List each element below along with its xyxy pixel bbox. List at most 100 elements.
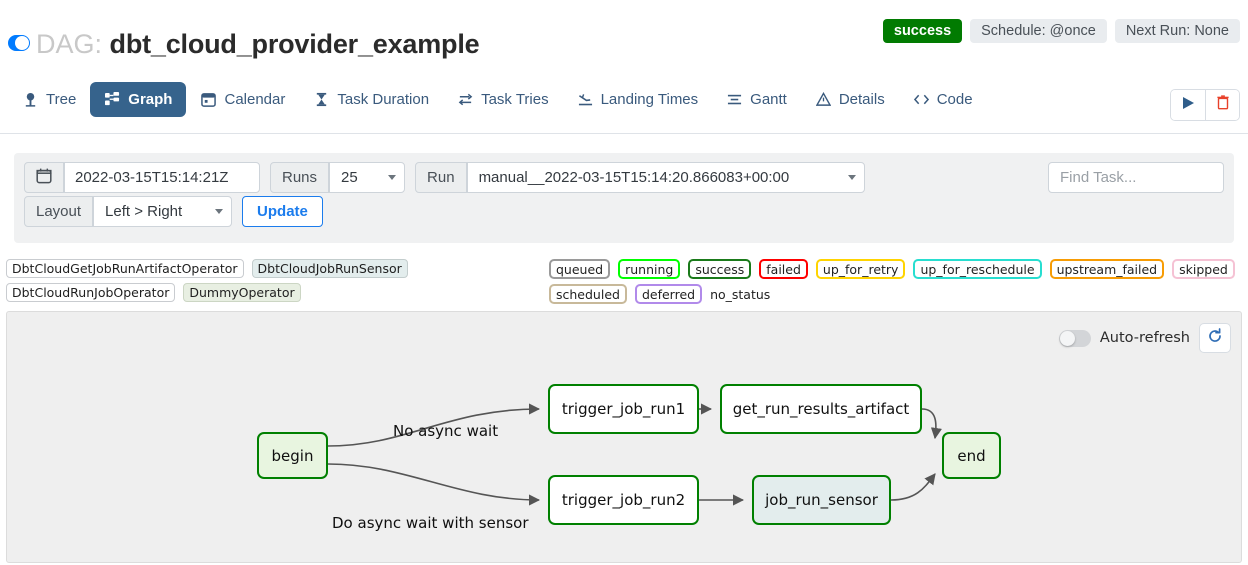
refresh-button[interactable] [1199, 323, 1231, 353]
chevron-down-icon [388, 175, 397, 180]
dag-edges [327, 403, 942, 506]
tab-label: Gantt [750, 91, 787, 108]
tab-gantt[interactable]: Gantt [712, 82, 801, 117]
node-label: job_run_sensor [765, 491, 878, 509]
edge-begin-to-trigger1 [327, 403, 541, 447]
node-label: get_run_results_artifact [732, 400, 910, 418]
operator-legend-item[interactable]: DbtCloudGetJobRunArtifactOperator [6, 259, 244, 278]
tab-code[interactable]: Code [899, 82, 987, 117]
node-label: trigger_job_run1 [561, 400, 686, 418]
edge-sensor-to-end [890, 473, 936, 501]
layout-select-value: Left > Right [105, 203, 183, 220]
tab-calendar[interactable]: Calendar [186, 82, 299, 117]
tab-label: Details [838, 91, 885, 108]
delete-dag-button[interactable] [1205, 90, 1239, 120]
no-status-label: no_status [710, 286, 771, 302]
auto-refresh-controls: Auto-refresh [1058, 323, 1231, 353]
graph-icon [104, 91, 121, 108]
chevron-down-icon [215, 209, 224, 214]
status-legend-item[interactable]: skipped [1172, 259, 1235, 279]
calendar-icon [36, 168, 52, 188]
status-legend-item[interactable]: upstream_failed [1049, 259, 1165, 279]
execution-date-input[interactable]: 2022-03-15T15:14:21Z [64, 162, 260, 193]
tab-task-duration[interactable]: Task Duration [299, 82, 443, 117]
tab-label: Task Duration [337, 91, 430, 108]
run-select[interactable]: manual__2022-03-15T15:14:20.866083+00:00 [466, 162, 865, 193]
graph-node-trigger_job_run1[interactable]: trigger_job_run1 [548, 384, 699, 434]
run-select-value: manual__2022-03-15T15:14:20.866083+00:00 [478, 169, 790, 186]
update-button[interactable]: Update [242, 196, 323, 227]
edge-begin-to-trigger2 [327, 463, 541, 506]
tab-task-tries[interactable]: Task Tries [443, 82, 563, 117]
edge-label-do-async-wait: Do async wait with sensor [332, 514, 529, 532]
trigger-dag-button[interactable] [1171, 90, 1205, 120]
status-legend: queued running success failed up_for_ret… [549, 259, 1244, 304]
node-label: begin [271, 446, 314, 465]
header-badges: success Schedule: @once Next Run: None [882, 19, 1240, 43]
operator-legend-item[interactable]: DbtCloudJobRunSensor [251, 259, 408, 278]
operator-legend: DbtCloudGetJobRunArtifactOperator DbtClo… [6, 259, 526, 302]
runs-label: Runs [270, 162, 330, 193]
tab-graph[interactable]: Graph [90, 82, 187, 117]
runs-group: Runs 25 [270, 162, 406, 193]
controls-row-bottom: Layout Left > Right Update [24, 196, 323, 227]
status-legend-item[interactable]: scheduled [549, 284, 627, 304]
play-icon [1182, 96, 1195, 115]
dag-controls-panel: 2022-03-15T15:14:21Z Runs 25 Run manual_… [14, 153, 1234, 243]
status-legend-item[interactable]: queued [549, 259, 611, 279]
dag-pause-toggle[interactable] [8, 35, 30, 51]
retry-icon [457, 91, 474, 108]
status-legend-item[interactable]: running [618, 259, 681, 279]
controls-row-top: 2022-03-15T15:14:21Z Runs 25 Run manual_… [24, 162, 865, 193]
auto-refresh-label: Auto-refresh [1099, 330, 1190, 346]
gantt-icon [726, 91, 743, 108]
page-header: DAG: dbt_cloud_provider_example success … [0, 0, 1248, 74]
edge-label-no-async-wait: No async wait [393, 422, 499, 440]
layout-group: Layout Left > Right [24, 196, 233, 227]
graph-node-end[interactable]: end [942, 432, 1001, 479]
operator-legend-item[interactable]: DummyOperator [183, 283, 301, 302]
page-title: DAG: dbt_cloud_provider_example [36, 25, 480, 63]
tab-label: Tree [46, 91, 77, 108]
dag-name-label: dbt_cloud_provider_example [109, 29, 480, 59]
node-label: end [957, 446, 986, 465]
tab-label: Code [936, 91, 973, 108]
next-run-badge: Next Run: None [1114, 19, 1240, 43]
status-legend-item[interactable]: up_for_retry [815, 259, 906, 279]
edge-artifact-to-end [921, 408, 942, 440]
calendar-button[interactable] [24, 162, 64, 193]
landing-icon [577, 91, 594, 108]
hourglass-icon [313, 91, 330, 108]
tab-label: Graph [128, 91, 173, 108]
status-legend-item[interactable]: up_for_reschedule [913, 259, 1042, 279]
toggle-knob [15, 36, 29, 50]
tab-label: Task Tries [481, 91, 549, 108]
calendar-icon [200, 91, 217, 108]
tree-icon [22, 91, 39, 108]
view-tabs: Tree Graph Calendar Task Duration [8, 82, 987, 117]
tab-landing-times[interactable]: Landing Times [563, 82, 713, 117]
graph-node-begin[interactable]: begin [257, 432, 328, 479]
dag-prefix-label: DAG: [36, 29, 103, 59]
code-brackets-icon [913, 91, 930, 108]
graph-node-trigger_job_run2[interactable]: trigger_job_run2 [548, 475, 699, 525]
dag-graph-canvas: Auto-refresh [6, 311, 1242, 563]
tab-details[interactable]: Details [801, 82, 899, 117]
status-legend-item[interactable]: success [688, 259, 752, 279]
find-task-input[interactable]: Find Task... [1048, 162, 1224, 193]
auto-refresh-toggle[interactable] [1058, 329, 1091, 347]
status-legend-item[interactable]: deferred [634, 284, 703, 304]
layout-select[interactable]: Left > Right [93, 196, 233, 227]
graph-node-get_run_results_artifact[interactable]: get_run_results_artifact [720, 384, 922, 434]
runs-select[interactable]: 25 [329, 162, 406, 193]
refresh-icon [1207, 327, 1223, 349]
schedule-badge[interactable]: Schedule: @once [970, 19, 1107, 43]
operator-legend-item[interactable]: DbtCloudRunJobOperator [6, 283, 176, 302]
chevron-down-icon [847, 175, 856, 180]
graph-node-job_run_sensor[interactable]: job_run_sensor [752, 475, 891, 525]
tab-tree[interactable]: Tree [8, 82, 90, 117]
status-legend-item[interactable]: failed [759, 259, 808, 279]
tab-label: Calendar [224, 91, 286, 108]
run-group: Run manual__2022-03-15T15:14:20.866083+0… [415, 162, 865, 193]
